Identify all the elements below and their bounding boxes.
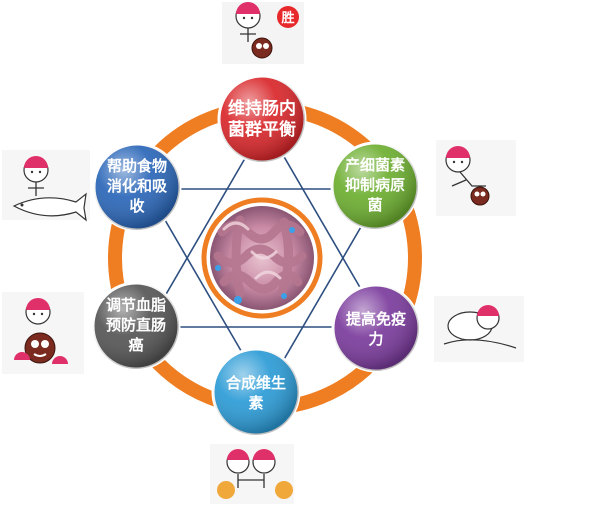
node-lower-left: 调节血脂 预防直肠 癌 xyxy=(91,281,181,371)
node-label-line: 预防直肠 xyxy=(106,316,166,334)
badge-circle xyxy=(277,6,299,28)
node-label-line: 抑制病原 xyxy=(345,176,405,194)
node-bottom: 合成维生 素 xyxy=(211,347,301,437)
cartoon-kicking-germ xyxy=(436,140,516,216)
node-label-line: 力 xyxy=(368,330,383,348)
intestine-illustration xyxy=(201,197,323,319)
hexagram-triangle-down xyxy=(145,188,385,394)
badge-label: 胜 xyxy=(281,11,294,26)
hexagram-triangle-up xyxy=(145,122,385,328)
node-label-line: 合成维生 xyxy=(225,374,286,392)
node-label-line: 消化和吸 xyxy=(107,177,168,195)
node-label-line: 提高免疫 xyxy=(346,310,406,328)
node-lower-right: 提高免疫 力 xyxy=(331,283,421,373)
node-label-line: 癌 xyxy=(128,336,143,354)
node-top: 维持肠内 菌群平衡 xyxy=(217,74,307,164)
cartoon-two-friends xyxy=(210,444,294,504)
cartoon-riding-fish xyxy=(2,150,90,222)
cartoon-lying-down xyxy=(434,296,524,362)
node-label-line: 产细菌素 xyxy=(345,156,405,174)
cartoon-victory: 胜 xyxy=(222,2,304,64)
node-label-line: 调节血脂 xyxy=(106,296,166,314)
node-label-line: 帮助食物 xyxy=(107,157,167,175)
hexagram xyxy=(145,122,385,394)
node-label-line: 素 xyxy=(248,394,263,412)
node-label-line: 菌群平衡 xyxy=(228,119,296,140)
cartoon-squashing-germ xyxy=(2,292,84,374)
node-label-line: 维持肠内 xyxy=(228,98,296,119)
node-upper-left: 帮助食物 消化和吸 收 xyxy=(92,142,182,232)
node-label-line: 菌 xyxy=(367,196,382,214)
node-upper-right: 产细菌素 抑制病原 菌 xyxy=(330,141,420,231)
node-label-line: 收 xyxy=(129,197,144,215)
